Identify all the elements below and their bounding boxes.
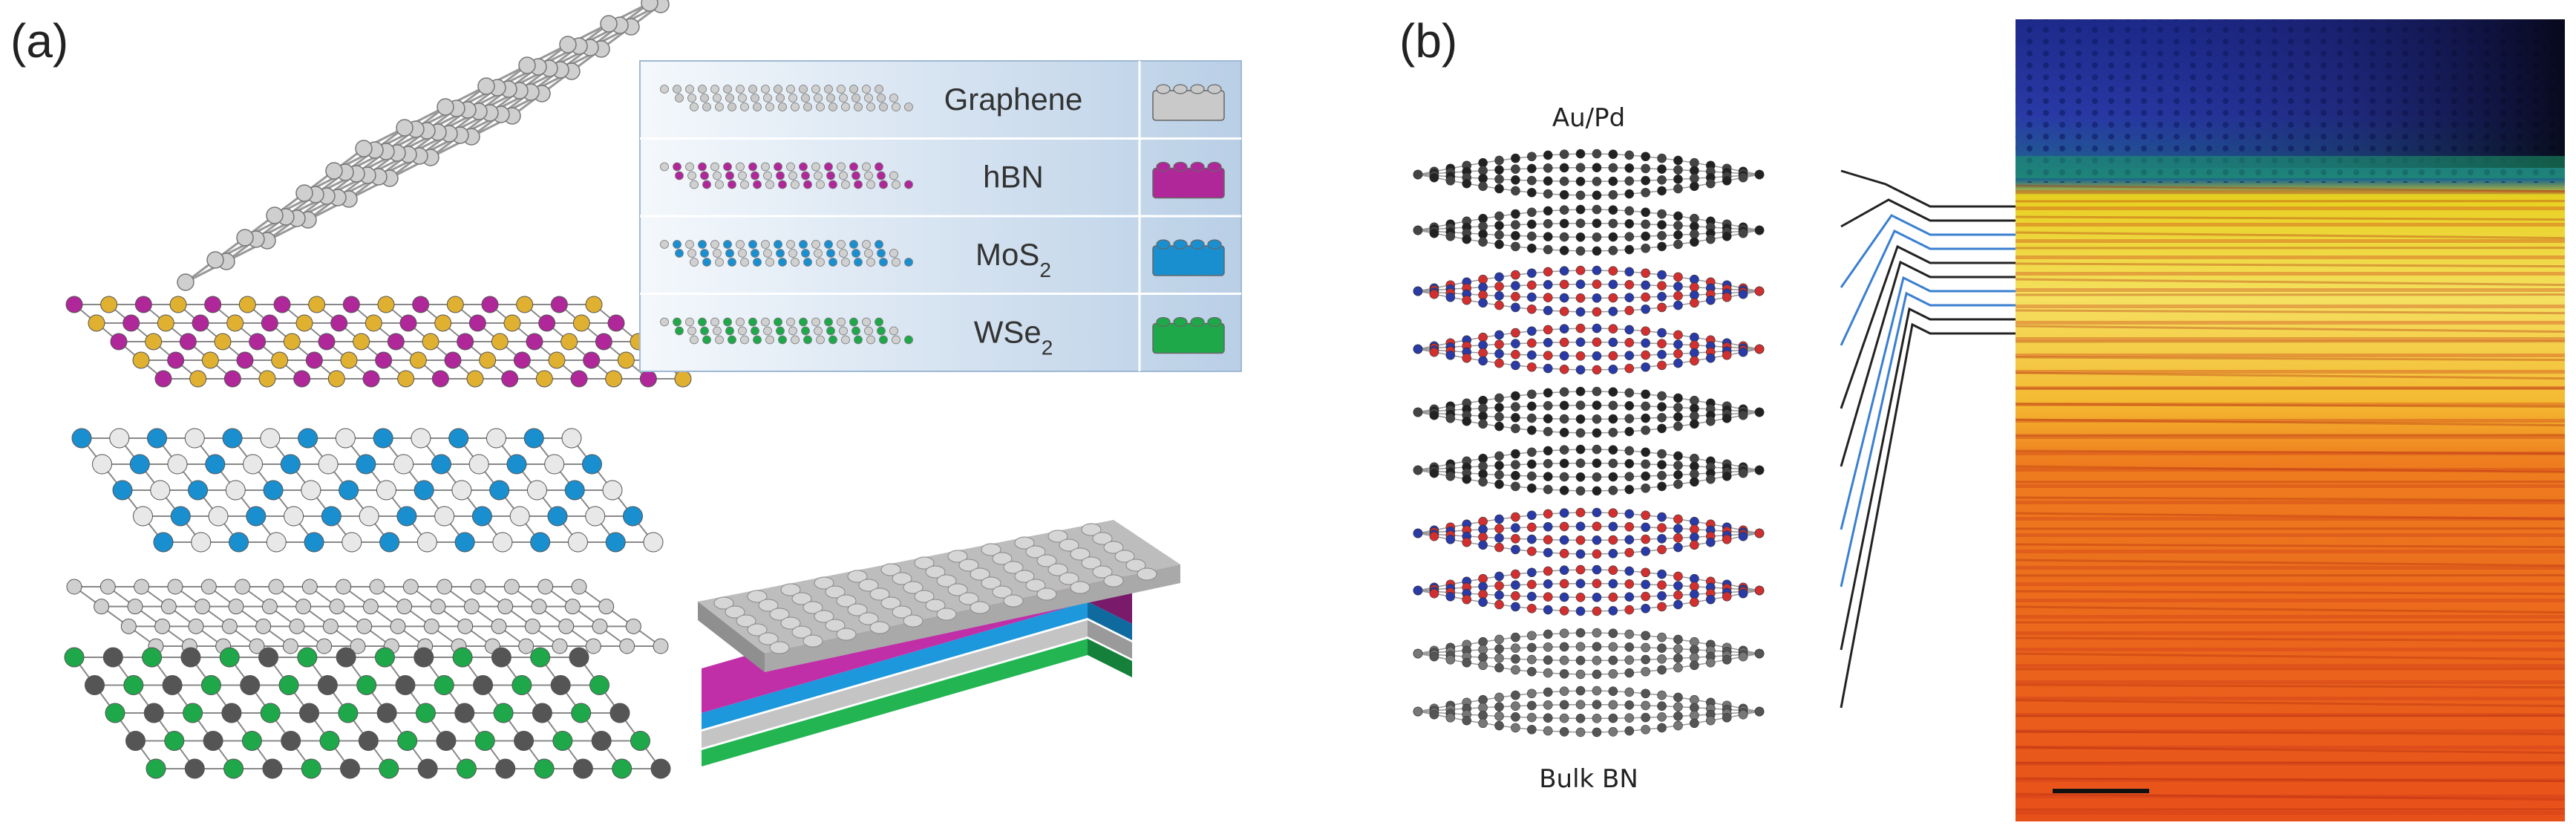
lattice-fringe xyxy=(2015,559,2566,567)
leader-line xyxy=(1840,291,2067,587)
lattice-fringe xyxy=(2015,278,2566,287)
atomic-sheet xyxy=(1413,386,1765,438)
lattice-fringe xyxy=(2015,371,2566,380)
lattice-fringe xyxy=(2015,792,2566,801)
legend-brick-icon xyxy=(1152,239,1225,276)
lego-layer-wse2 xyxy=(702,639,1132,766)
lattice-fringe xyxy=(2015,262,2566,268)
lattice-fringe xyxy=(2015,699,2566,708)
graphene-layer-2 xyxy=(66,579,669,654)
panel-a-label: (a) xyxy=(10,14,69,68)
lattice-fringe xyxy=(2015,636,2566,642)
lattice-fringe xyxy=(2015,215,2566,221)
lattice-fringe xyxy=(2015,231,2566,240)
lattice-fringe xyxy=(2015,543,2566,549)
lattice-fringe xyxy=(2015,184,2566,193)
tem-micrograph xyxy=(2015,19,2566,821)
lattice-fringe xyxy=(2015,730,2566,736)
lattice-fringe xyxy=(2015,652,2566,661)
atomic-sheet xyxy=(1413,444,1765,496)
atomic-sheet xyxy=(1413,265,1765,317)
atomic-sheet xyxy=(1413,507,1765,559)
lattice-fringe xyxy=(2015,746,2566,755)
hbn-layer xyxy=(65,296,692,388)
lattice-fringe xyxy=(2015,512,2566,521)
graphene-top-sheet xyxy=(177,0,670,291)
lattice-fringe xyxy=(2015,590,2566,596)
legend-row: Graphene xyxy=(660,82,1225,121)
legend-brick-icon xyxy=(1152,316,1225,354)
legend-sheet-thumbnail xyxy=(660,162,913,189)
lego-layer-graphene xyxy=(702,620,1132,748)
legend-sheet-thumbnail xyxy=(660,85,913,111)
leader-line xyxy=(1840,307,2067,651)
legend-brick-icon xyxy=(1152,161,1225,199)
legend-label: hBN xyxy=(983,160,1044,195)
leader-line xyxy=(1840,198,2067,228)
leader-line xyxy=(1840,244,2067,409)
lattice-fringe xyxy=(2015,309,2566,315)
legend-brick-icon xyxy=(1152,84,1225,121)
layer-sheets xyxy=(1413,149,1765,738)
lattice-fringe xyxy=(2015,465,2566,474)
leader-line xyxy=(1840,322,2067,709)
lattice-fringe xyxy=(2015,683,2566,689)
au-pd-label: Au/Pd xyxy=(1552,103,1625,133)
lego-stack-illustration xyxy=(698,520,1180,766)
bulk-bn-label: Bulk BN xyxy=(1539,764,1638,794)
legend-sheet-thumbnail xyxy=(660,240,913,267)
legend-row: hBN xyxy=(640,137,1241,199)
lattice-fringe xyxy=(2015,777,2566,783)
lego-layer-graphene-top xyxy=(698,520,1180,672)
leader-line xyxy=(1840,260,2067,467)
lattice-fringe xyxy=(2015,605,2566,614)
lego-layer-mos2 xyxy=(702,602,1132,729)
leader-lines xyxy=(1840,169,2067,709)
leader-line xyxy=(1840,229,2067,346)
legend-sheet-thumbnail xyxy=(660,317,913,345)
atomic-sheet xyxy=(1413,323,1765,375)
atomic-sheet xyxy=(1413,686,1765,738)
lattice-fringe xyxy=(2015,325,2566,333)
lattice-fringe xyxy=(2015,356,2566,362)
lattice-fringe xyxy=(2015,496,2566,502)
atomic-sheet xyxy=(1413,628,1765,680)
lattice-fringe xyxy=(2015,418,2566,427)
wse2-layer xyxy=(64,647,671,779)
leader-line xyxy=(1840,214,2067,288)
atomic-sheet xyxy=(1413,204,1765,256)
lattice-fringe xyxy=(2015,449,2566,455)
lattice-fringe xyxy=(2015,403,2566,408)
atomic-sheet xyxy=(1413,149,1765,201)
atomic-sheet xyxy=(1413,564,1765,616)
heterostructure-model xyxy=(64,0,692,779)
panel-b-label: (b) xyxy=(1399,14,1458,68)
legend-row: MoS2 xyxy=(640,215,1241,281)
legend-label: Graphene xyxy=(944,82,1083,117)
leader-line xyxy=(1840,169,2067,208)
leader-line xyxy=(1840,276,2067,530)
mos2-layer xyxy=(71,428,664,553)
